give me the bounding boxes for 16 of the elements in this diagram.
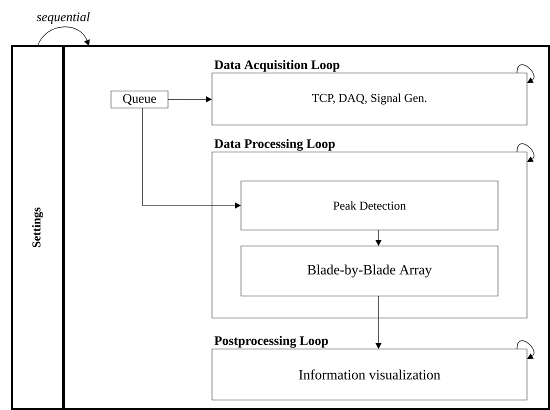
loop-arrow <box>516 144 534 162</box>
loop-arrow <box>516 64 534 83</box>
process-box: Blade-by-Blade Array <box>240 246 498 296</box>
loop-arrow <box>516 340 534 359</box>
arrow <box>37 26 90 46</box>
loop-title: Data Processing Loop <box>214 138 335 151</box>
loop-box: Information visualization <box>212 348 528 400</box>
loop-box: TCP, DAQ, Signal Gen. <box>212 72 528 126</box>
queue-box: Queue <box>110 90 168 108</box>
settings-column: Settings <box>11 45 64 410</box>
loop-frame <box>63 45 550 410</box>
arrow <box>168 96 212 102</box>
loop-title: Postprocessing Loop <box>214 336 328 348</box>
process-box: Peak Detection <box>240 180 498 230</box>
loop-title: Data Acquisition Loop <box>214 60 340 72</box>
edge-label: sequential <box>36 11 91 25</box>
